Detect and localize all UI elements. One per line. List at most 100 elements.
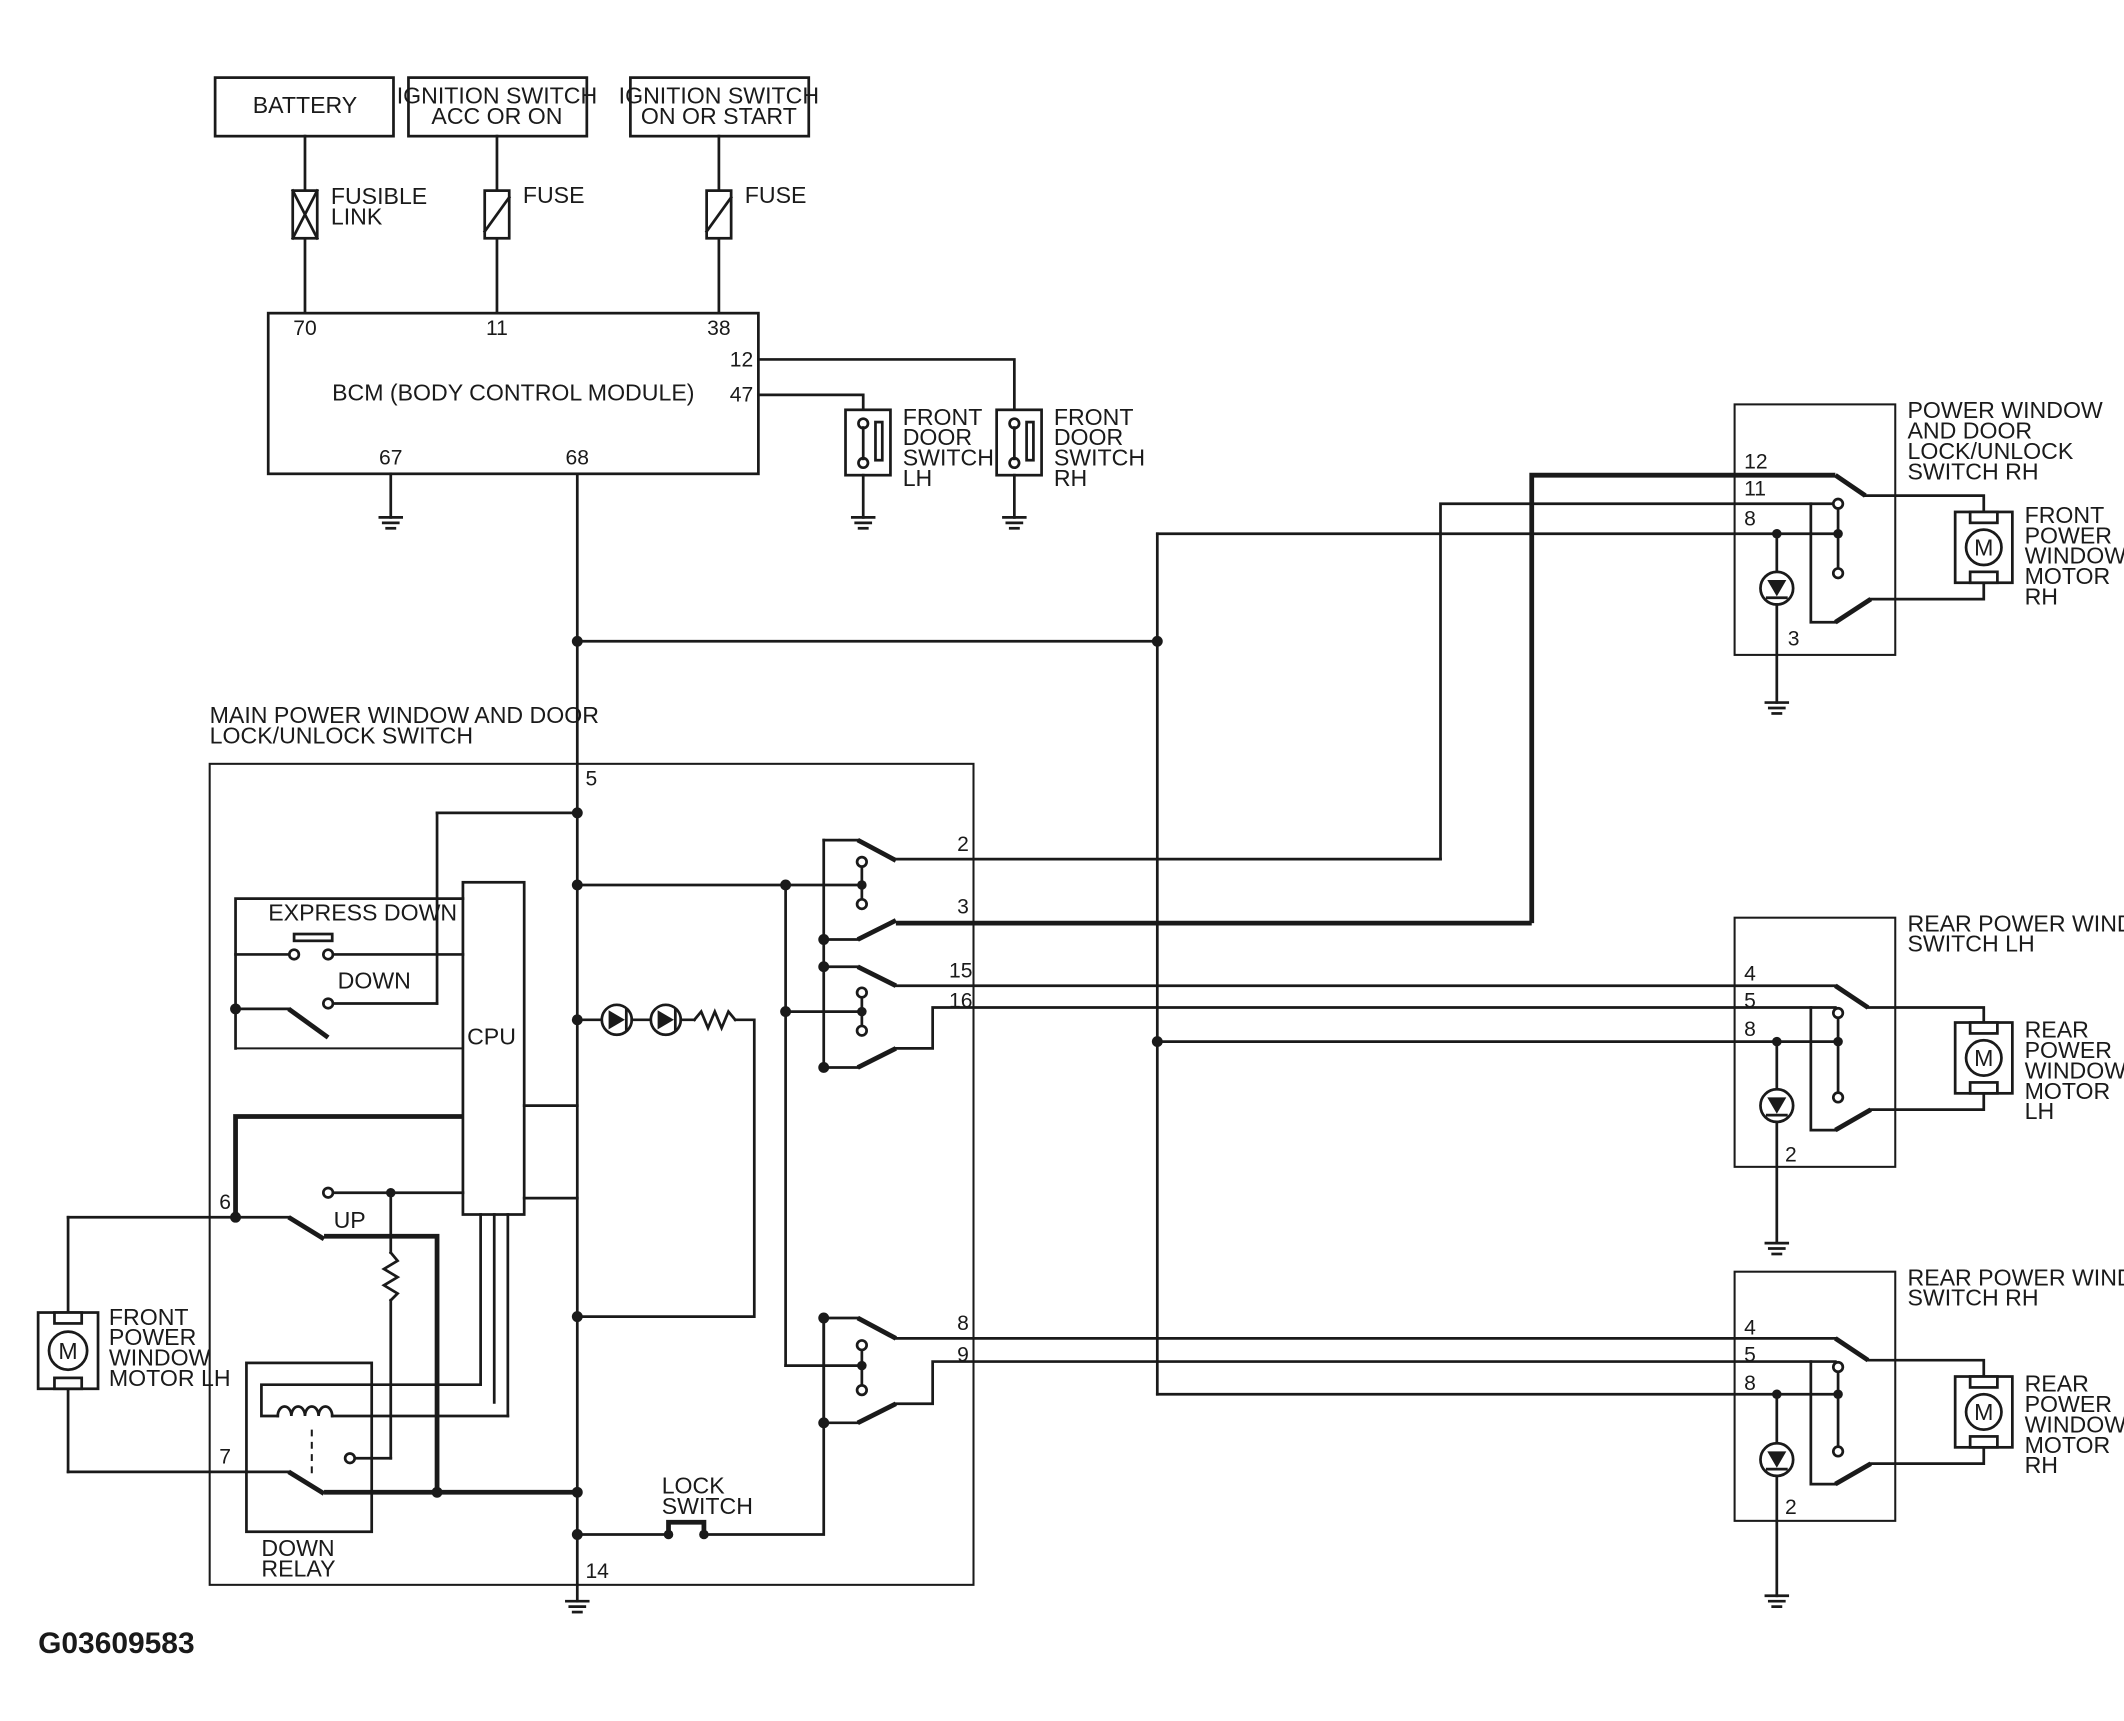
rear-lh-pin-2: 2 <box>1785 1143 1797 1166</box>
main-switch-ground-icon <box>565 1599 590 1614</box>
front-power-window-motor-lh <box>36 1311 100 1391</box>
rear-motor-rh-label-4: MOTOR <box>2025 1432 2111 1458</box>
door-switch-lh-label-3: SWITCH <box>903 445 994 471</box>
main-switch-pin-8: 8 <box>957 1312 969 1335</box>
bcm-pin-67: 67 <box>379 446 402 469</box>
bcm-label: BCM (BODY CONTROL MODULE) <box>332 379 694 405</box>
front-motor-lh-symbol: M <box>58 1338 77 1364</box>
main-switch-pin-7: 7 <box>219 1446 231 1469</box>
bcm-ground-icon <box>378 516 404 530</box>
down-relay-label-1: DOWN <box>261 1535 334 1561</box>
rear-rh-title-2: SWITCH RH <box>1908 1285 2039 1311</box>
rh-switch-ground-icon <box>1764 701 1790 715</box>
door-switch-lh-label-4: LH <box>903 465 933 491</box>
fusible-link-label-1: FUSIBLE <box>331 183 427 209</box>
main-switch-pin-14: 14 <box>585 1560 609 1583</box>
fuse-acc-label: FUSE <box>523 182 585 208</box>
front-power-window-motor-rh <box>1953 510 2014 585</box>
up-label: UP <box>334 1207 366 1233</box>
front-motor-rh-label-4: MOTOR <box>2025 563 2111 589</box>
main-switch-pin-2: 2 <box>957 833 969 856</box>
rh-switch-pin-12: 12 <box>1744 450 1767 473</box>
rear-lh-pin-5: 5 <box>1744 990 1756 1013</box>
express-down-contact-left <box>287 948 301 961</box>
express-down-label: EXPRESS DOWN <box>268 899 457 925</box>
bcm-pin-68: 68 <box>566 446 589 469</box>
rh-switch-title-3: LOCK/UNLOCK <box>1908 438 2074 464</box>
rear-lh-ground-icon <box>1764 1241 1790 1256</box>
main-switch-title-1: MAIN POWER WINDOW AND DOOR <box>210 702 599 728</box>
bcm-pin-38: 38 <box>707 317 730 340</box>
fuse-on-symbol <box>704 189 734 240</box>
rh-switch-title-1: POWER WINDOW <box>1908 397 2103 423</box>
figure-id: G03609583 <box>38 1627 194 1660</box>
front-motor-rh-label-1: FRONT <box>2025 502 2105 528</box>
ignition-switch-acc-label-2: ACC OR ON <box>431 103 562 129</box>
front-motor-rh-label-5: RH <box>2025 584 2058 610</box>
rear-motor-rh-label-3: WINDOW <box>2025 1411 2124 1437</box>
door-switch-rh-ground-icon <box>1002 516 1027 530</box>
front-motor-lh-label-2: POWER <box>109 1324 196 1350</box>
main-switch-pin-9: 9 <box>957 1344 969 1367</box>
rear-rh-pin-2: 2 <box>1785 1496 1797 1519</box>
rear-power-window-motor-lh <box>1953 1021 2014 1095</box>
ignition-switch-on-box <box>629 76 811 138</box>
main-switch-pin-15: 15 <box>949 960 972 983</box>
rear-motor-lh-symbol: M <box>1974 1045 1993 1071</box>
rear-lh-pin-4: 4 <box>1744 962 1756 985</box>
bcm-pin-47: 47 <box>730 384 753 407</box>
main-switch-box <box>208 762 975 1586</box>
cpu-box <box>461 880 526 1216</box>
bcm-pin-70: 70 <box>293 317 316 340</box>
rear-power-window-motor-rh <box>1953 1375 2014 1449</box>
main-switch-pin-5: 5 <box>585 768 597 791</box>
main-switch-title-2: LOCK/UNLOCK SWITCH <box>210 722 473 748</box>
rh-switch-led-icon <box>1759 570 1795 606</box>
rear-lh-title-2: SWITCH LH <box>1908 931 2035 957</box>
rear-rh-led-icon <box>1759 1441 1795 1478</box>
led-indicator-icon-1 <box>600 1003 634 1037</box>
up-switch-blade <box>287 1215 326 1242</box>
resistor-led <box>692 1008 738 1032</box>
fusible-link-symbol <box>290 188 320 241</box>
down-relay-label-2: RELAY <box>261 1556 335 1582</box>
rear-lh-led-icon <box>1759 1087 1795 1124</box>
ignition-switch-on-label-2: ON OR START <box>641 103 797 129</box>
led-indicator-icon-2 <box>649 1003 683 1037</box>
front-motor-lh-label-3: WINDOW <box>109 1345 211 1371</box>
rear-motor-rh-symbol: M <box>1974 1399 1993 1425</box>
down-label: DOWN <box>338 967 411 993</box>
door-switch-rh-label-2: DOOR <box>1054 424 1123 450</box>
rear-motor-rh-label-1: REAR <box>2025 1371 2089 1397</box>
ignition-switch-on-label-1: IGNITION SWITCH <box>619 82 819 108</box>
rh-switch-title-2: AND DOOR <box>1908 417 2033 443</box>
door-switch-lh-ground-icon <box>850 516 876 530</box>
door-switch-rh-label-3: SWITCH <box>1054 445 1145 471</box>
lock-switch-label-1: LOCK <box>662 1473 726 1499</box>
rh-switch-box <box>1733 403 1897 656</box>
front-motor-lh-label-4: MOTOR LH <box>109 1365 231 1391</box>
door-switch-lh-label-2: DOOR <box>903 424 972 450</box>
rear-rh-switch-box <box>1733 1270 1897 1522</box>
express-down-contact-right <box>322 948 335 961</box>
rear-motor-rh-label-5: RH <box>2025 1452 2058 1478</box>
lock-switch-label-2: SWITCH <box>662 1493 753 1519</box>
battery-label: BATTERY <box>253 92 358 118</box>
front-motor-rh-symbol: M <box>1974 535 1993 561</box>
front-motor-rh-label-2: POWER <box>2025 522 2112 548</box>
rear-motor-lh-label-4: MOTOR <box>2025 1078 2111 1104</box>
fusible-link-label-2: LINK <box>331 204 383 230</box>
down-switch-blade <box>287 1006 330 1040</box>
battery-box <box>213 76 395 138</box>
rear-rh-pin-8: 8 <box>1744 1372 1756 1395</box>
rh-switch-pin-8: 8 <box>1744 508 1756 531</box>
ignition-switch-acc-box <box>407 76 589 138</box>
front-door-switch-lh <box>844 408 892 477</box>
rear-motor-lh-label-2: POWER <box>2025 1037 2112 1063</box>
main-switch-pin-16: 16 <box>949 990 972 1013</box>
ignition-switch-acc-label-1: IGNITION SWITCH <box>397 82 597 108</box>
rear-lh-pin-8: 8 <box>1744 1018 1756 1041</box>
main-switch-pin-3: 3 <box>957 896 969 919</box>
door-switch-rh-label-4: RH <box>1054 465 1087 491</box>
rear-motor-lh-label-3: WINDOW <box>2025 1057 2124 1083</box>
